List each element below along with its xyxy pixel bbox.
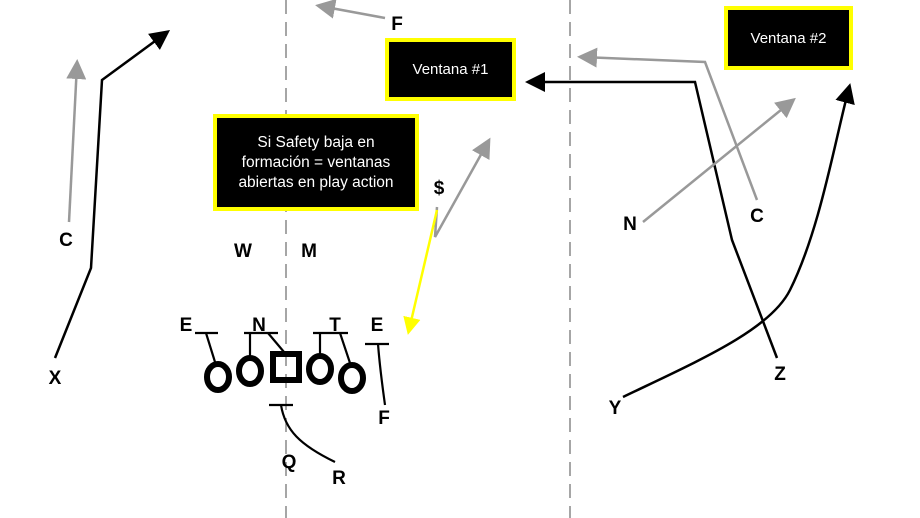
lineman-left-guard xyxy=(236,355,264,387)
label-c-right: C xyxy=(750,206,764,227)
center xyxy=(270,351,302,383)
block-markers xyxy=(195,331,389,463)
label-z: Z xyxy=(774,364,786,385)
route-safety-drop xyxy=(403,209,439,335)
callout-window-2: Ventana #2 xyxy=(724,6,853,70)
route-y xyxy=(622,83,855,399)
label-m: M xyxy=(301,241,317,262)
note-line-1: Si Safety baja en xyxy=(257,133,375,151)
lineman-right-guard xyxy=(306,353,334,385)
label-n-line: N xyxy=(252,315,266,336)
route-x xyxy=(53,30,171,359)
callout-window-1-text: Ventana #1 xyxy=(412,61,489,78)
label-e-right: E xyxy=(371,315,384,336)
note-line-2: formación = ventanas xyxy=(241,153,391,171)
route-c-left xyxy=(66,59,87,223)
label-n-right: N xyxy=(623,214,637,235)
label-t: T xyxy=(329,315,341,336)
label-x: X xyxy=(49,368,62,389)
label-w: W xyxy=(234,241,252,262)
lineman-right-tackle xyxy=(338,362,366,394)
label-r: R xyxy=(332,468,346,489)
lineman-left-tackle xyxy=(204,361,232,393)
callout-window-1: Ventana #1 xyxy=(385,38,516,101)
route-n-right xyxy=(642,97,796,223)
label-e-left: E xyxy=(180,315,193,336)
label-safety: $ xyxy=(434,178,445,199)
label-f-right: F xyxy=(378,408,390,429)
note-line-3: abiertas en play action xyxy=(238,173,394,191)
route-z xyxy=(525,72,779,359)
route-f-top xyxy=(315,0,386,20)
callout-safety-note: Si Safety baja en formación = ventanas a… xyxy=(213,114,419,211)
label-f-top: F xyxy=(391,14,403,35)
label-q: Q xyxy=(282,452,297,473)
label-c-left: C xyxy=(59,230,73,251)
route-c-right xyxy=(577,47,759,201)
label-y: Y xyxy=(609,398,622,419)
callout-window-2-text: Ventana #2 xyxy=(750,29,827,47)
